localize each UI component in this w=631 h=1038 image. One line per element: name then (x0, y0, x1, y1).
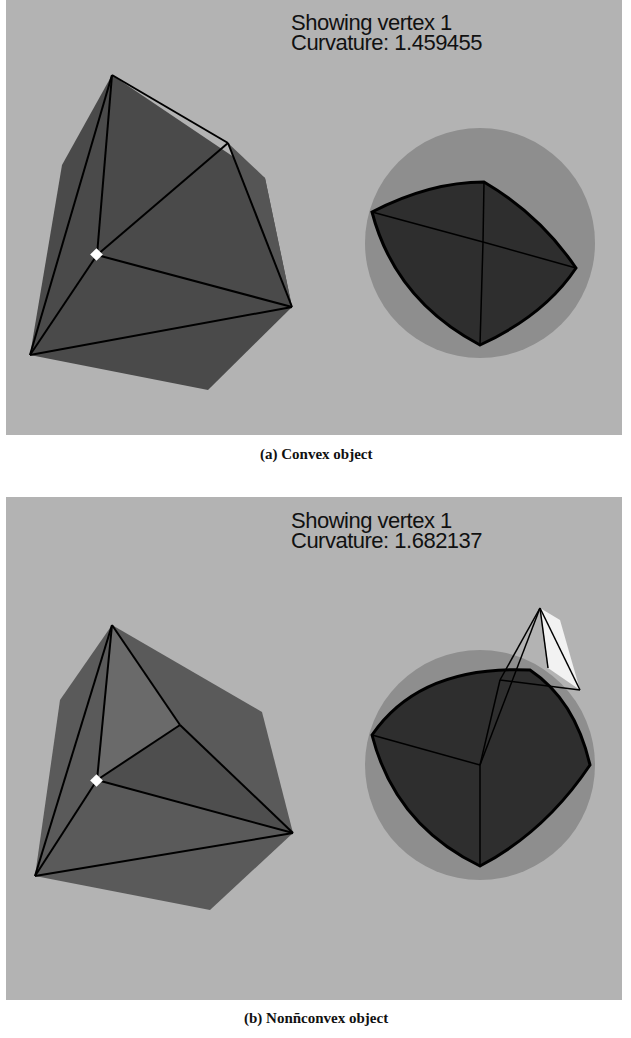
nonconvex-polyhedron (35, 625, 293, 910)
status-text: Showing vertex 1 (291, 12, 452, 34)
curvature-readout: Curvature: 1.682137 (291, 530, 482, 552)
figure-caption: (a) Convex object (260, 446, 372, 463)
figure-caption: (b) Nonñconvex object (244, 1010, 388, 1027)
status-text: Showing vertex 1 (291, 510, 452, 532)
curvature-readout: Curvature: 1.459455 (291, 32, 482, 54)
gauss-sphere (365, 608, 595, 880)
gauss-sphere (365, 128, 595, 358)
convex-polyhedron (30, 75, 292, 390)
